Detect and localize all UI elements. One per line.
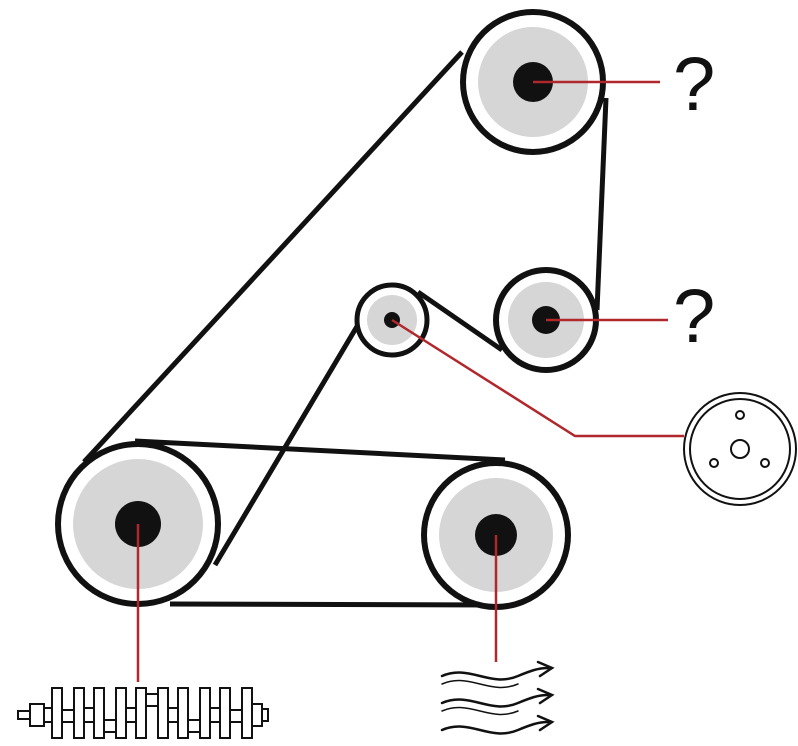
leader-lines bbox=[136, 80, 684, 682]
top-pulley-question-label: ? bbox=[673, 42, 715, 127]
lower-belt bbox=[134, 438, 506, 608]
crankshaft-icon bbox=[17, 687, 269, 739]
idler-pulley-leader bbox=[391, 318, 684, 438]
idler-pulley-icon bbox=[683, 392, 797, 506]
main-belt bbox=[82, 50, 609, 567]
middle-pulley-question-label: ? bbox=[673, 274, 715, 359]
airflow-icon bbox=[440, 660, 555, 735]
